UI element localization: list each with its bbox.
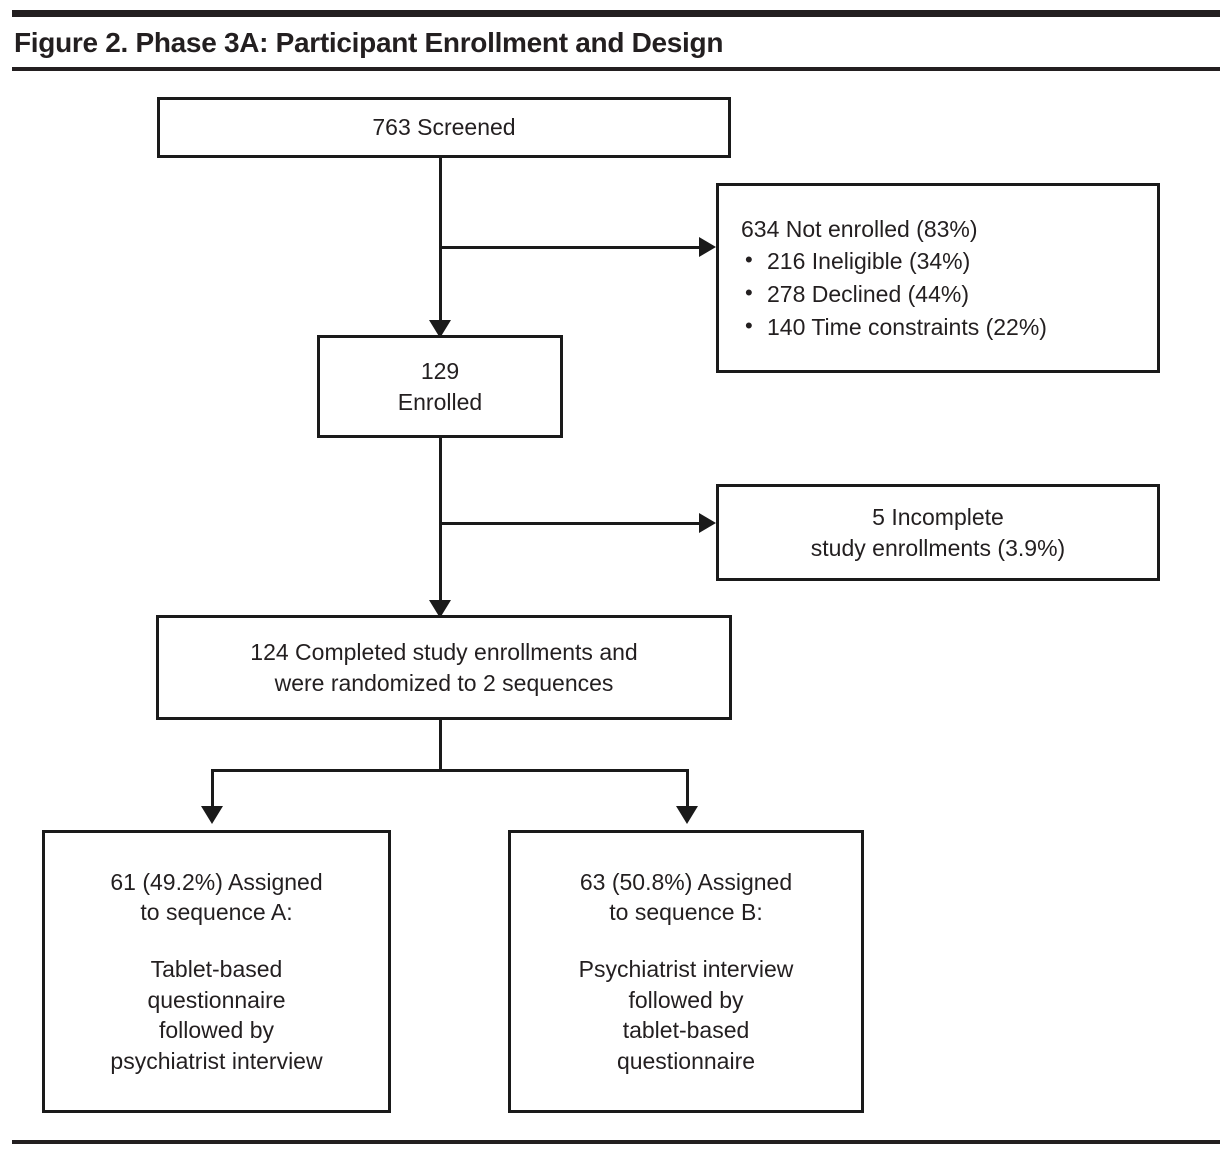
connector-enrolled-to-incomplete — [439, 522, 704, 525]
arrowhead-down-icon — [429, 320, 451, 338]
node-sequence-b-line3: Psychiatrist interview — [578, 955, 794, 982]
list-item: 216 Ineligible (34%) — [741, 244, 1047, 278]
node-sequence-a-line4: questionnaire — [147, 986, 286, 1013]
connector-fork-right-drop — [686, 769, 689, 821]
node-not-enrolled-heading: 634 Not enrolled (83%) — [741, 215, 978, 242]
footer-rule — [12, 1140, 1220, 1144]
node-incomplete-line2: study enrollments (3.9%) — [810, 534, 1066, 561]
node-sequence-a-line5: followed by — [158, 1017, 275, 1044]
node-sequence-b-line5: tablet-based — [622, 1017, 750, 1044]
node-enrolled: 129 Enrolled — [317, 335, 563, 438]
node-randomized-line1: 124 Completed study enrollments and — [250, 638, 638, 665]
figure-title: Figure 2. Phase 3A: Participant Enrollme… — [14, 27, 724, 58]
arrowhead-down-icon — [429, 600, 451, 618]
arrowhead-right-icon — [699, 513, 716, 533]
node-screened: 763 Screened — [157, 97, 731, 158]
node-sequence-b-line6: questionnaire — [616, 1047, 756, 1074]
header-rule-top — [12, 10, 1220, 17]
connector-screened-to-not-enrolled — [439, 246, 704, 249]
node-sequence-b: 63 (50.8%) Assigned to sequence B: Psych… — [508, 830, 864, 1113]
node-enrolled-label: Enrolled — [397, 388, 483, 415]
node-sequence-b-line4: followed by — [628, 986, 744, 1013]
node-screened-label: 763 Screened — [372, 114, 516, 141]
arrowhead-down-icon — [201, 806, 223, 824]
node-randomized: 124 Completed study enrollments and were… — [156, 615, 732, 720]
list-item: 278 Declined (44%) — [741, 277, 1047, 311]
node-enrolled-count: 129 — [420, 357, 460, 384]
node-randomized-line2: were randomized to 2 sequences — [274, 669, 614, 696]
node-sequence-a-line6: psychiatrist interview — [110, 1047, 323, 1074]
node-sequence-a-line3: Tablet-based — [150, 955, 283, 982]
arrowhead-down-icon — [676, 806, 698, 824]
node-incomplete: 5 Incomplete study enrollments (3.9%) — [716, 484, 1160, 581]
arrowhead-right-icon — [699, 237, 716, 257]
connector-randomized-stem — [439, 720, 442, 772]
node-sequence-a: 61 (49.2%) Assigned to sequence A: Table… — [42, 830, 391, 1113]
header-rule-under-title — [12, 67, 1220, 71]
connector-fork-left-drop — [211, 769, 214, 821]
node-sequence-a-line1: 61 (49.2%) Assigned — [110, 868, 323, 895]
node-incomplete-line1: 5 Incomplete — [872, 503, 1004, 530]
node-sequence-b-line2: to sequence B: — [609, 899, 763, 926]
node-not-enrolled: 634 Not enrolled (83%) 216 Ineligible (3… — [716, 183, 1160, 373]
node-sequence-b-line1: 63 (50.8%) Assigned — [579, 868, 793, 895]
list-item: 140 Time constraints (22%) — [741, 310, 1047, 344]
node-not-enrolled-bullets: 216 Ineligible (34%) 278 Declined (44%) … — [741, 244, 1047, 344]
node-sequence-a-line2: to sequence A: — [140, 899, 293, 926]
connector-randomized-fork-bar — [211, 769, 689, 772]
connector-enrolled-to-randomized — [439, 438, 442, 618]
